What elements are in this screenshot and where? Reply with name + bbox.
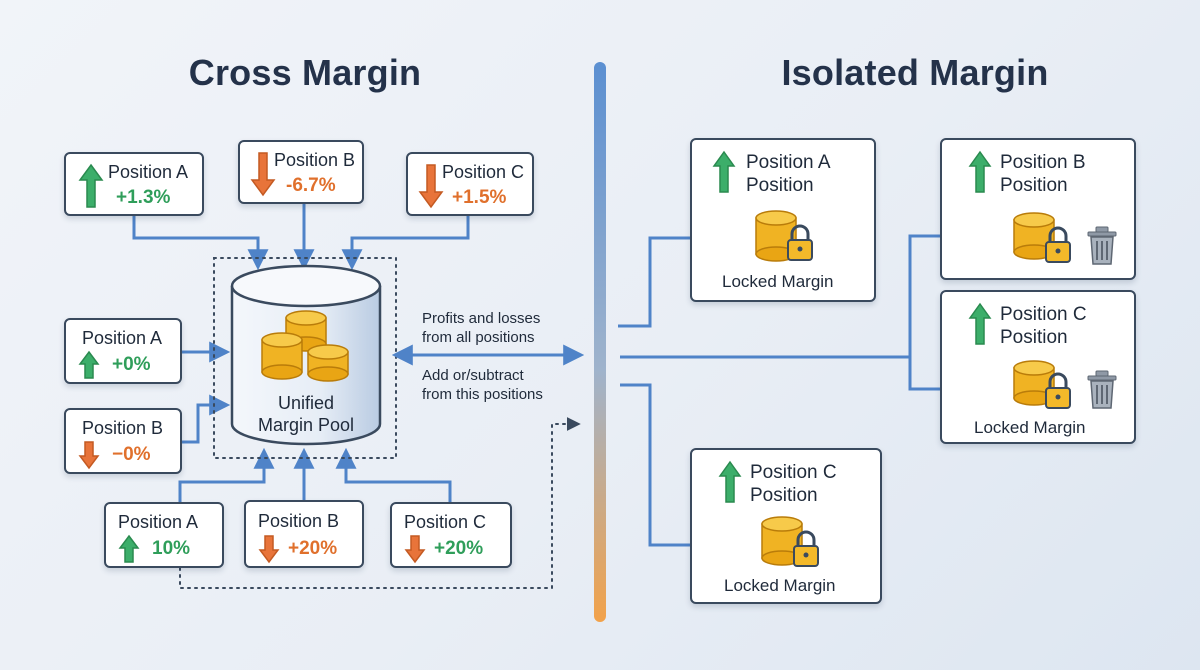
locked-coins-icon [1013,212,1071,263]
pool-label-line1: Unified [277,393,335,413]
position-label: Position B [258,511,340,531]
down-arrow-icon [404,535,426,564]
add-note-line2: from this positions [422,386,543,403]
trash-icon [1087,226,1117,265]
iso-title-line2: Position [746,175,814,196]
cross-margin-title: Cross Margin [188,52,422,93]
iso-title-line1: Position B [1000,152,1086,173]
add-subtract-note: Add or/subtract from this positions [422,366,543,404]
connector-bottom-c [335,447,452,502]
position-label: Position B [82,418,164,438]
down-arrow-icon [250,152,276,197]
position-change: +20% [288,538,338,559]
iso-title-line2: Position [750,485,818,506]
down-arrow-icon [258,535,280,564]
position-change: +1.5% [452,187,507,208]
iso-card-title: Position A Position [746,151,831,197]
up-arrow-icon [78,163,104,208]
connector-top-a [132,216,269,271]
position-change: +0% [112,354,151,375]
pool-coins-icon [261,310,349,382]
position-change: −0% [112,444,151,465]
center-divider [594,62,606,622]
iso-card-position-a: Position A Position Locked Margin [690,138,876,302]
position-label: Position C [404,512,487,532]
iso-title-line1: Position C [750,462,837,483]
unified-margin-pool-label: Unified Margin Pool [236,392,376,436]
position-change: +20% [434,538,484,559]
connector-side-b [182,394,231,444]
position-label: Position C [442,162,525,182]
position-label: Position A [82,328,163,348]
iso-title-line2: Position [1000,175,1068,196]
iso-card-position-c-bottom: Position C Position Locked Margin [690,448,882,604]
down-arrow-icon [418,164,444,209]
cross-top-card-a: Position A +1.3% [64,152,204,216]
iso-card-position-b: Position B Position [940,138,1136,280]
iso-card-title: Position B Position [1000,151,1086,197]
iso-title-line2: Position [1000,327,1068,348]
cross-bottom-card-a: Position A 10% [104,502,224,568]
cross-top-card-c: Position C +1.5% [406,152,534,216]
locked-margin-label: Locked Margin [974,418,1086,437]
iso-card-title: Position C Position [1000,303,1087,349]
position-change: 10% [152,538,191,559]
pool-label-line2: Margin Pool [257,415,355,435]
unified-pool-cylinder [230,264,382,446]
position-label: Position A [118,512,199,532]
iso-card-position-c-right: Position C Position Locked Margin [940,290,1136,444]
cross-side-card-a: Position A +0% [64,318,182,384]
iso-card-title: Position C Position [750,461,837,507]
up-arrow-icon [118,534,140,563]
locked-margin-label: Locked Margin [722,272,834,291]
locked-margin-label: Locked Margin [724,576,836,595]
pool-dotted-boundary [213,257,397,459]
locked-coins-icon [761,516,819,567]
cross-side-card-b: Position B −0% [64,408,182,474]
position-label: Position A [108,162,189,182]
isolated-margin-title: Isolated Margin [781,52,1049,93]
pnl-note-line1: Profits and losses [422,310,541,327]
position-change: -6.7% [286,175,336,196]
trash-icon [1087,370,1117,409]
up-arrow-icon [712,150,736,193]
pnl-note: Profits and losses from all positions [422,309,540,347]
cross-bottom-card-b: Position B +20% [244,500,364,568]
iso-title-line1: Position C [1000,304,1087,325]
pnl-note-line2: from all positions [422,329,535,346]
down-arrow-icon [78,441,100,470]
connector-bottom-a [178,447,275,502]
locked-coins-icon [1013,360,1071,409]
up-arrow-icon [78,350,100,379]
cross-top-card-b: Position B -6.7% [238,140,364,204]
up-arrow-icon [968,150,992,193]
connector-top-c [341,216,470,271]
up-arrow-icon [718,460,742,503]
position-change: +1.3% [116,187,171,208]
up-arrow-icon [968,302,992,345]
cross-bottom-card-c: Position C +20% [390,502,512,568]
position-label: Position B [274,150,356,170]
dotted-return-path [179,417,581,589]
add-note-line1: Add or/subtract [422,367,524,384]
iso-title-line1: Position A [746,152,831,173]
locked-coins-icon [755,210,813,262]
